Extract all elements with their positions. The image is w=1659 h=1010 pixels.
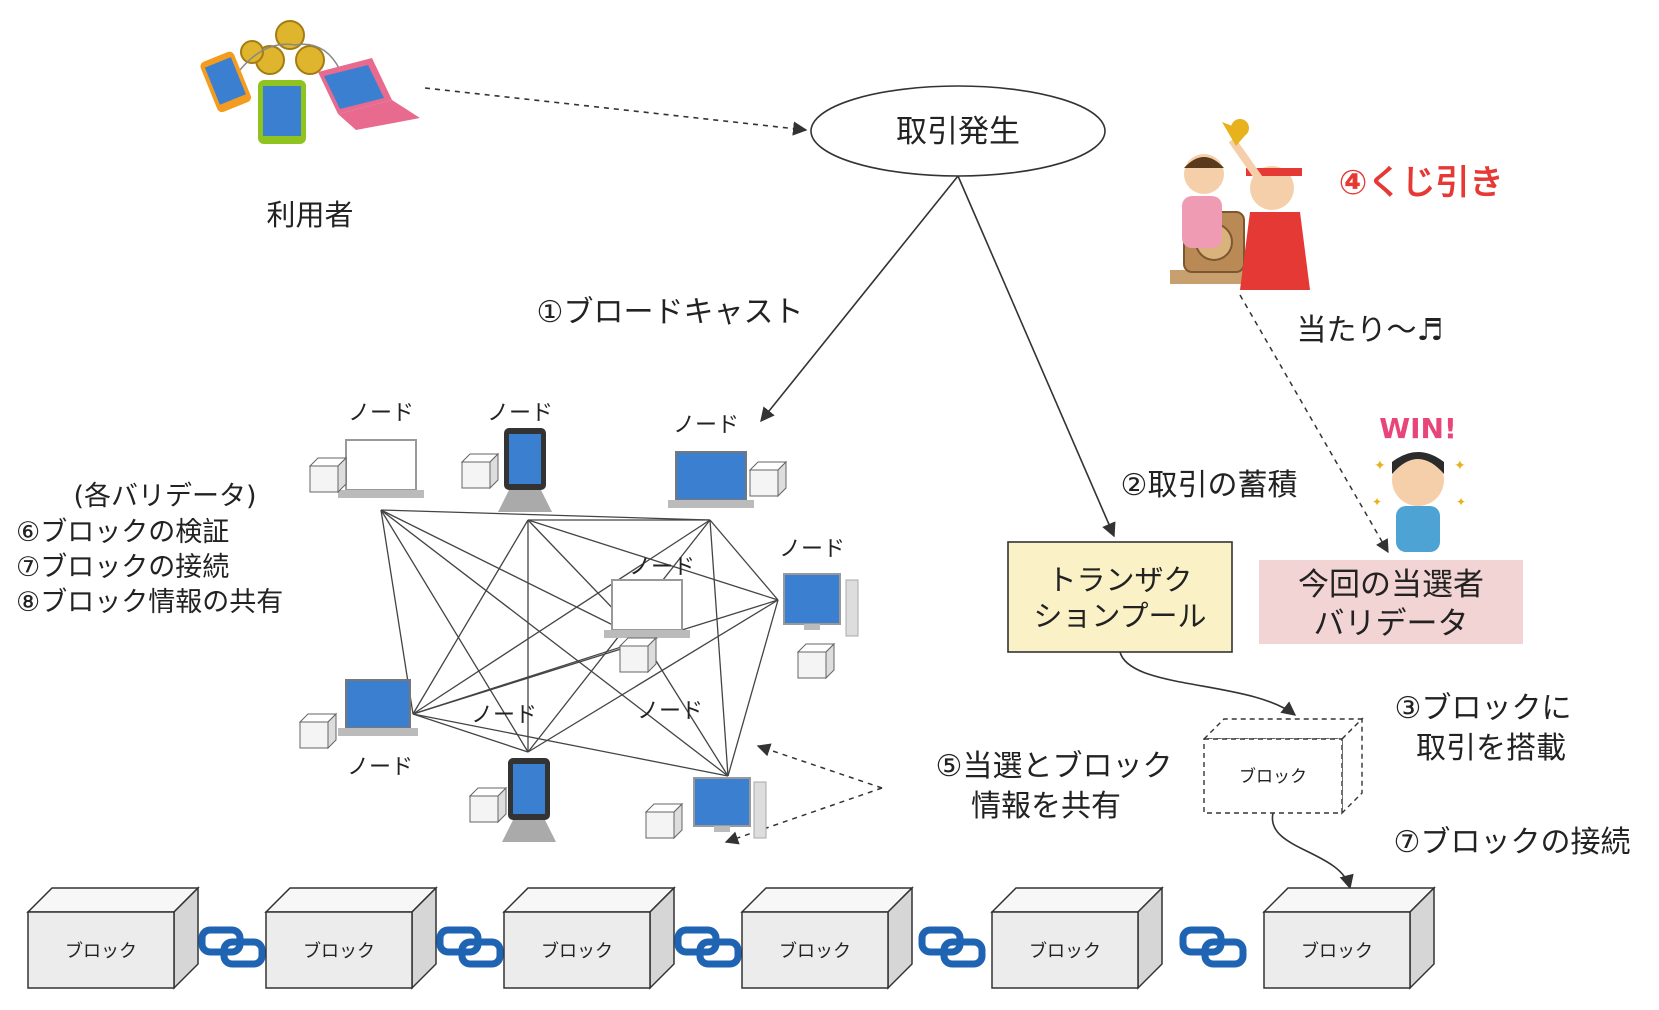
bell-icon	[1222, 119, 1249, 146]
pool-line1: トランザク	[1047, 563, 1192, 597]
blockchain: ブロック ブロック ブロック ブロック ブロック ブロック	[26, 886, 1436, 990]
chain-link-icon	[1179, 926, 1247, 968]
cube-icon	[298, 712, 338, 750]
cube-icon	[644, 802, 684, 840]
chain-block-label: ブロック	[779, 940, 851, 962]
share-arrow-down	[724, 787, 883, 845]
transaction-pool-box	[1007, 541, 1233, 653]
hit-text: 当たり〜♬	[1297, 313, 1444, 348]
cube-icon	[618, 636, 658, 674]
share-label-2: 情報を共有	[971, 789, 1121, 824]
laptop-icon	[318, 58, 420, 130]
chain-block: ブロック	[740, 886, 914, 990]
share-label-1: ⑤当選とブロック	[936, 749, 1173, 784]
node-label: ノード	[348, 401, 414, 426]
svg-text:✦: ✦	[1454, 458, 1466, 474]
chain-link-icon	[674, 926, 742, 968]
winner-validator-box	[1259, 560, 1523, 644]
node-label: ノード	[347, 755, 413, 780]
network-mesh	[380, 509, 779, 777]
transaction-label: 取引発生	[896, 114, 1020, 150]
chain-block: ブロック	[1262, 886, 1436, 990]
svg-text:✦: ✦	[1374, 458, 1386, 474]
node-label: ノード	[471, 703, 537, 728]
cube-icon	[748, 460, 788, 498]
node-tablet-2: ノード	[468, 703, 556, 842]
broadcast-arrow	[760, 175, 959, 423]
load-label-2: 取引を搭載	[1416, 731, 1566, 766]
node-desktop-1: ノード	[779, 537, 859, 680]
phone-icon	[200, 51, 252, 113]
node-label: ノード	[779, 537, 845, 562]
svg-text:✦: ✦	[1456, 495, 1466, 509]
node-laptop-2: ノード	[668, 413, 788, 508]
coin-icon	[240, 20, 325, 75]
chain-block-label: ブロック	[1029, 940, 1101, 962]
node-laptop-1: ノード	[308, 401, 424, 498]
node-laptop-4: ノード	[298, 679, 418, 780]
chain-link-icon	[436, 926, 504, 968]
pool-line2: ションプール	[1033, 599, 1206, 633]
node-laptop-3: ノード	[604, 555, 695, 674]
node-tablet-1: ノード	[460, 401, 553, 512]
validator-step-verify: ⑥ブロックの検証	[16, 517, 229, 548]
chain-link-icon	[198, 926, 266, 968]
chain-block: ブロック	[502, 886, 676, 990]
cube-icon	[308, 456, 348, 494]
cube-icon	[460, 452, 500, 490]
node-desktop-2: ノード	[637, 699, 767, 840]
lottery-label: ④くじ引き	[1339, 163, 1504, 203]
winner-line1: 今回の当選者	[1298, 567, 1484, 603]
cube-icon	[468, 786, 508, 824]
win-badge: WIN!	[1379, 412, 1457, 445]
block-connect-arrow	[1271, 812, 1354, 890]
chain-block-label: ブロック	[1301, 940, 1373, 962]
winner-line2: バリデータ	[1314, 606, 1469, 642]
pool-to-block-arrow	[1119, 651, 1297, 716]
accumulate-label: ②取引の蓄積	[1121, 468, 1298, 503]
validator-step-connect: ⑦ブロックの接続	[16, 552, 229, 583]
winner-illustration: WIN! ✦ ✦ ✦ ✦	[1372, 412, 1466, 552]
node-label: ノード	[637, 699, 703, 724]
chain-link-icon	[918, 926, 986, 968]
node-label: ノード	[487, 401, 553, 426]
validator-step-share: ⑧ブロック情報の共有	[16, 587, 283, 618]
node-label: ノード	[629, 555, 695, 580]
pending-block-label: ブロック	[1239, 766, 1307, 787]
chain-block-label: ブロック	[541, 940, 613, 962]
chain-block-label: ブロック	[303, 940, 375, 962]
node-label: ノード	[673, 413, 739, 438]
sparkle-icon: ✦ ✦ ✦ ✦	[1372, 458, 1466, 509]
validator-note: (各バリデータ)	[73, 481, 256, 512]
lottery-illustration	[1170, 119, 1310, 290]
load-label-1: ③ブロックに	[1395, 691, 1572, 726]
user-label: 利用者	[266, 198, 353, 232]
tablet-icon	[258, 80, 306, 144]
chain-block: ブロック	[264, 886, 438, 990]
chain-block: ブロック	[26, 886, 200, 990]
broadcast-label: ①ブロードキャスト	[537, 295, 804, 330]
user-to-transaction-arrow	[424, 87, 808, 136]
user-devices-illustration	[200, 20, 420, 144]
pending-block: ブロック	[1202, 717, 1364, 815]
accumulate-arrow	[957, 175, 1116, 538]
svg-text:✦: ✦	[1372, 495, 1382, 509]
chain-block: ブロック	[990, 886, 1164, 990]
chain-block-label: ブロック	[65, 940, 137, 962]
share-arrow-up	[756, 743, 883, 789]
cube-icon	[796, 642, 836, 680]
connect-label: ⑦ブロックの接続	[1394, 825, 1631, 860]
